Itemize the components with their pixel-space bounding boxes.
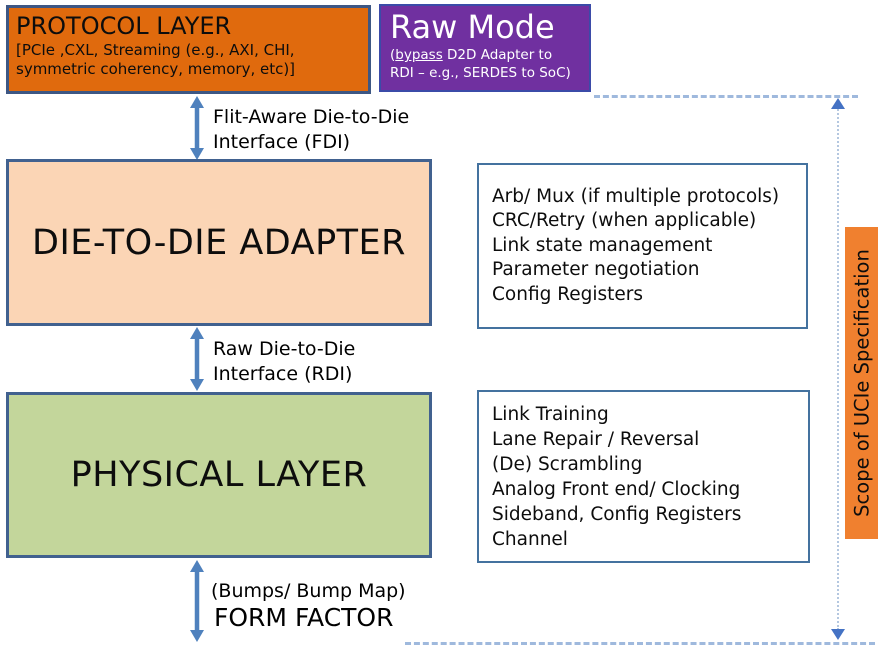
adapter-feature-item: Arb/ Mux (if multiple protocols): [492, 185, 780, 207]
fdi-interface-label: Flit-Aware Die-to-Die Interface (FDI): [213, 105, 409, 154]
scope-bracket-vertical-dotted-line: [837, 106, 839, 630]
physical-feature-item: (De) Scrambling: [492, 453, 643, 475]
physical-features-box: Link Training Lane Repair / Reversal (De…: [477, 390, 810, 563]
raw-mode-bypass-underlined: bypass: [395, 47, 443, 63]
rdi-interface-label: Raw Die-to-Die Interface (RDI): [213, 337, 355, 386]
die-to-die-adapter-box: DIE-TO-DIE ADAPTER: [6, 159, 432, 326]
raw-mode-note-line1: (bypass D2D Adapter to: [390, 47, 553, 63]
rdi-double-arrow-icon: [190, 327, 204, 391]
adapter-feature-item: Link state management: [492, 234, 713, 256]
protocol-layer-title: PROTOCOL LAYER: [16, 12, 232, 40]
fdi-double-arrow-icon: [190, 96, 204, 160]
raw-mode-box: Raw Mode (bypass D2D Adapter to RDI – e.…: [379, 4, 591, 92]
fdi-label-line1: Flit-Aware Die-to-Die: [213, 106, 410, 128]
adapter-feature-item: CRC/Retry (when applicable): [492, 210, 757, 232]
scope-of-ucie-label: Scope of UCIe Specification: [850, 249, 873, 517]
adapter-features-box: Arb/ Mux (if multiple protocols) CRC/Ret…: [477, 163, 808, 329]
protocol-layer-subtitle-line1: [PCIe ,CXL, Streaming (e.g., AXI, CHI,: [16, 41, 295, 59]
fdi-label-line2: Interface (FDI): [213, 130, 351, 153]
adapter-feature-item: Config Registers: [492, 283, 644, 305]
physical-feature-item: Sideband, Config Registers: [492, 503, 742, 525]
scope-bracket-bottom-dashed-line: [405, 642, 875, 645]
form-factor-label: FORM FACTOR: [214, 603, 394, 632]
rdi-label-line1: Raw Die-to-Die: [213, 338, 356, 360]
up-arrowhead-icon: [831, 98, 845, 109]
physical-feature-item: Link Training: [492, 403, 609, 425]
physical-feature-item: Channel: [492, 528, 568, 550]
die-to-die-adapter-title: DIE-TO-DIE ADAPTER: [32, 222, 406, 263]
physical-layer-box: PHYSICAL LAYER: [6, 392, 432, 558]
physical-layer-title: PHYSICAL LAYER: [70, 455, 368, 495]
down-arrowhead-icon: [831, 629, 845, 640]
protocol-layer-box: PROTOCOL LAYER [PCIe ,CXL, Streaming (e.…: [6, 5, 371, 94]
raw-mode-title: Raw Mode: [390, 8, 555, 46]
scope-bracket-top-dashed-line: [594, 95, 858, 98]
physical-feature-item: Analog Front end/ Clocking: [492, 478, 741, 500]
scope-of-ucie-label-box: Scope of UCIe Specification: [845, 227, 878, 539]
rdi-label-line2: Interface (RDI): [213, 362, 353, 385]
adapter-feature-item: Parameter negotiation: [492, 259, 700, 281]
bumps-bump-map-label: (Bumps/ Bump Map): [211, 580, 406, 602]
protocol-layer-subtitle-line2: symmetric coherency, memory, etc)]: [16, 60, 296, 78]
raw-mode-note-line2: RDI – e.g., SERDES to SoC): [390, 64, 571, 81]
physical-feature-item: Lane Repair / Reversal: [492, 428, 700, 450]
bumps-double-arrow-icon: [190, 560, 204, 642]
